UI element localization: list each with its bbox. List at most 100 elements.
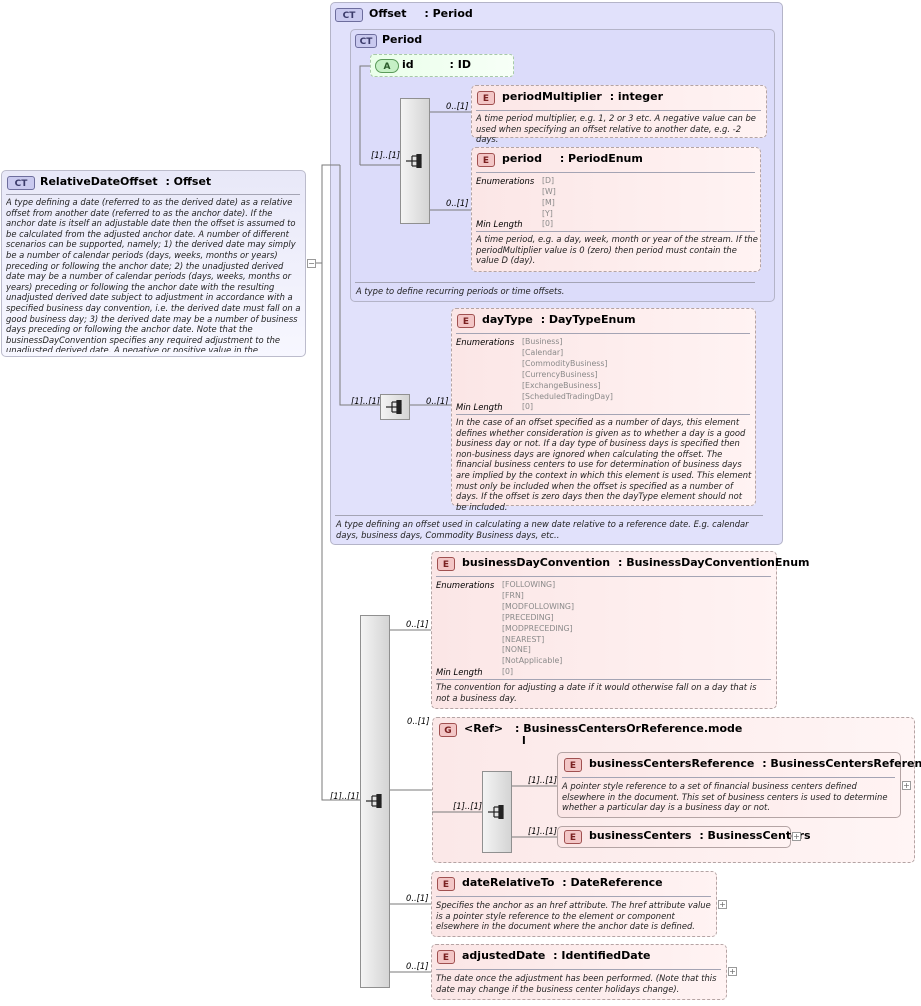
root-name: RelativeDateOffset (40, 175, 158, 188)
element-badge: E (437, 877, 455, 891)
bcr-title: businessCentersReference : BusinessCente… (589, 757, 921, 770)
expand-icon[interactable]: + (792, 832, 801, 841)
expand-icon[interactable]: + (728, 967, 737, 976)
bcr-description: A pointer style reference to a set of fi… (562, 781, 888, 813)
date-relative-to-element[interactable] (431, 871, 717, 937)
element-badge: E (477, 153, 495, 167)
period-ct-title[interactable]: Period (382, 33, 423, 46)
period-element[interactable] (471, 147, 761, 272)
bdc-divider (436, 576, 771, 577)
bdc-enum-value: [NONE] (502, 645, 531, 655)
adj-name: adjustedDate (462, 949, 546, 962)
sequence-icon (488, 805, 504, 819)
day-type-element[interactable] (451, 308, 756, 506)
bcr-multiplicity: [1]..[1] (528, 775, 558, 785)
root-type: : Offset (165, 175, 212, 188)
bc-title: businessCenters : BusinessCenters (589, 829, 811, 842)
day-type-divider (456, 333, 750, 334)
business-day-convention-element[interactable] (431, 551, 777, 709)
id-type: : ID (449, 58, 471, 71)
bdc-min-length-value: [0] (502, 667, 514, 676)
complex-type-badge: CT (7, 176, 35, 190)
period-type: : PeriodEnum (559, 152, 643, 165)
day-type-enum-value: [CommodityBusiness] (522, 358, 608, 368)
expand-icon[interactable]: + (718, 900, 727, 909)
element-badge: E (564, 758, 582, 772)
day-type-desc-divider (456, 414, 750, 415)
period-enumerations-label: Enumerations (476, 176, 535, 186)
sequence-icon (386, 400, 402, 414)
business-centers-reference-element[interactable] (557, 752, 901, 818)
adj-multiplicity: 0..[1] (406, 961, 429, 971)
relative-date-offset-complex-type[interactable] (1, 170, 306, 357)
bdc-min-length-label: Min Length (436, 667, 483, 677)
day-type-enum-value: [Business] (522, 337, 563, 346)
period-multiplier-element[interactable] (471, 85, 767, 138)
bdc-enum-value: [MODFOLLOWING] (502, 601, 575, 611)
sequence-icon (366, 794, 382, 808)
period-enum-value: [D] (542, 176, 555, 185)
day-type-enum-value: [ScheduledTradingDay] (522, 391, 613, 401)
adj-title: adjustedDate : IdentifiedDate (462, 949, 650, 962)
bc-multiplicity: [1]..[1] (528, 826, 558, 836)
group-name: <Ref> (464, 722, 504, 735)
bcr-type: : BusinessCentersReference (762, 757, 921, 770)
complex-type-badge: CT (335, 8, 363, 22)
bdc-enum-value: [NotApplicable] (502, 656, 563, 666)
id-attribute[interactable] (370, 54, 514, 77)
drt-multiplicity: 0..[1] (406, 893, 429, 903)
expand-icon[interactable]: + (902, 781, 911, 790)
offset-description: A type defining an offset used in calcul… (336, 519, 749, 540)
offset-desc-divider (335, 515, 763, 516)
period-enum-value: [W] (542, 186, 556, 196)
day-type-enum-value: [Calendar] (522, 347, 564, 357)
bdc-title: businessDayConvention : BusinessDayConve… (462, 556, 810, 569)
bdc-enum-value: [FRN] (502, 590, 524, 600)
bdc-description: The convention for adjusting a date if i… (436, 682, 757, 703)
bdc-enum-value: [FOLLOWING] (502, 580, 556, 589)
period-enum-value: [Y] (542, 208, 553, 218)
element-badge: E (437, 950, 455, 964)
offset-title[interactable]: Offset : Period (369, 7, 473, 20)
bcr-divider (562, 777, 895, 778)
drt-name: dateRelativeTo (462, 876, 555, 889)
period-description: A time period, e.g. a day, week, month o… (476, 234, 758, 266)
day-type-description: In the case of an offset specified as a … (456, 417, 752, 512)
drt-title: dateRelativeTo : DateReference (462, 876, 663, 889)
bdc-enum-value: [PRECEDING] (502, 612, 554, 622)
group-sequence-multiplicity: [1]..[1] (453, 801, 483, 811)
period-name: period (502, 152, 542, 165)
period-enum-value: [M] (542, 197, 555, 207)
root-divider (6, 194, 300, 195)
attribute-badge: A (375, 59, 399, 73)
drt-divider (436, 896, 711, 897)
day-type-name: dayType (482, 313, 533, 326)
day-type-enumeration-values: [Business] [Calendar] [CommodityBusiness… (522, 337, 613, 402)
sequence-icon (406, 154, 422, 168)
period-ct-description: A type to define recurring periods or ti… (356, 286, 565, 296)
group-multiplicity: 0..[1] (407, 716, 430, 726)
period-multiplier-divider (476, 110, 761, 111)
bdc-multiplicity: 0..[1] (406, 619, 429, 629)
day-type-min-length-value: [0] (522, 402, 534, 411)
element-badge: E (437, 557, 455, 571)
group-badge: G (439, 723, 457, 737)
drt-description: Specifies the anchor as an href attribut… (436, 900, 711, 932)
collapse-icon[interactable]: − (307, 259, 316, 268)
period-divider (476, 172, 755, 173)
bc-name: businessCenters (589, 829, 692, 842)
offset-name: Offset (369, 7, 407, 20)
day-type-min-length-label: Min Length (456, 402, 503, 412)
period-multiplicity: 0..[1] (446, 198, 469, 208)
root-title: RelativeDateOffset : Offset (40, 175, 211, 188)
id-name: id (402, 58, 414, 71)
period-multiplier-type: : integer (609, 90, 663, 103)
period-multiplier-name: periodMultiplier (502, 90, 602, 103)
business-centers-element[interactable] (557, 826, 791, 848)
bcr-name: businessCentersReference (589, 757, 755, 770)
offset-sequence-multiplicity: [1]..[1] (351, 396, 381, 406)
offset-type: : Period (424, 7, 473, 20)
adjusted-date-element[interactable] (431, 944, 727, 1000)
group-type: : BusinessCentersOrReference.mode (515, 722, 743, 735)
day-type-enum-value: [CurrencyBusiness] (522, 369, 598, 379)
